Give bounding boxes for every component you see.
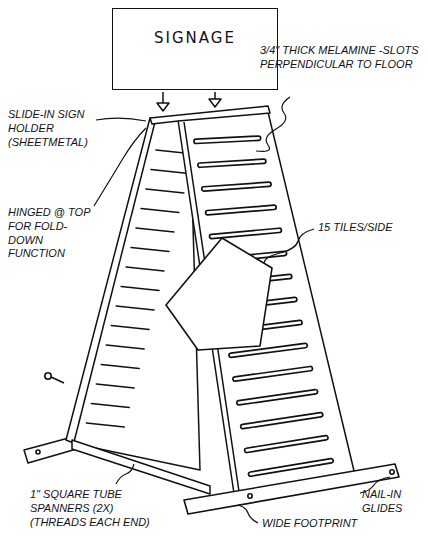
leader-line (96, 118, 146, 121)
callout-note: 15 TILES/SIDE (318, 221, 422, 235)
slot (235, 369, 310, 379)
hinge-knob (51, 377, 64, 383)
callout-note: NAIL-IN GLIDES (362, 488, 422, 516)
slot (204, 184, 269, 189)
slot (131, 248, 169, 252)
leader-lines (94, 97, 390, 523)
tile (166, 238, 272, 350)
slot (91, 404, 129, 408)
slot (196, 138, 258, 141)
slot (212, 230, 280, 236)
slot (251, 461, 331, 474)
slot (101, 365, 139, 369)
leader-line (116, 464, 134, 484)
callout-note: WIDE FOOTPRINT (262, 517, 402, 531)
slot (239, 392, 316, 403)
leader-line (256, 97, 290, 151)
callout-note: 3/4" THICK MELAMINE -SLOTS PERPENDICULAR… (260, 44, 422, 72)
leader-line (94, 128, 146, 206)
slot (121, 287, 159, 291)
callout-note: SLIDE-IN SIGN HOLDER (SHEETMETAL) (8, 108, 96, 149)
slot (243, 415, 321, 427)
slot (136, 228, 174, 232)
slot (86, 423, 124, 427)
square-tube-spanner (72, 440, 210, 494)
slot (200, 161, 264, 165)
nail-in-glide (390, 470, 394, 474)
callout-note: HINGED @ TOP FOR FOLD-DOWN FUNCTION (8, 206, 94, 261)
slot (96, 384, 134, 388)
callout-note: 1" SQUARE TUBE SPANNERS (2X) (THREADS EA… (30, 488, 158, 529)
slot (208, 207, 274, 212)
nail-in-glide (248, 494, 252, 498)
slot (247, 438, 326, 451)
slot (208, 207, 274, 212)
hinge-knob (45, 373, 51, 379)
slot (243, 415, 321, 427)
slot (247, 438, 326, 451)
leader-line (264, 229, 314, 263)
back-panel-edge (74, 118, 156, 442)
slot (146, 189, 184, 193)
slot (196, 138, 258, 141)
leader-line (238, 505, 258, 523)
slot (106, 345, 144, 349)
nail-in-glide (36, 450, 40, 454)
slot (200, 161, 264, 165)
insert-arrow-head (157, 103, 169, 111)
insert-arrow-head (209, 99, 221, 107)
slot (204, 184, 269, 189)
slot (151, 170, 189, 174)
sign-text: SIGNAGE (113, 9, 277, 47)
slot (212, 230, 280, 236)
sign-holder (150, 106, 270, 124)
sign-panel: SIGNAGE (112, 8, 278, 90)
slot (239, 392, 316, 403)
slot (126, 267, 164, 271)
slot (235, 369, 310, 379)
slot (251, 461, 331, 474)
slot (141, 209, 179, 213)
slot (116, 306, 154, 310)
slot (111, 326, 149, 330)
